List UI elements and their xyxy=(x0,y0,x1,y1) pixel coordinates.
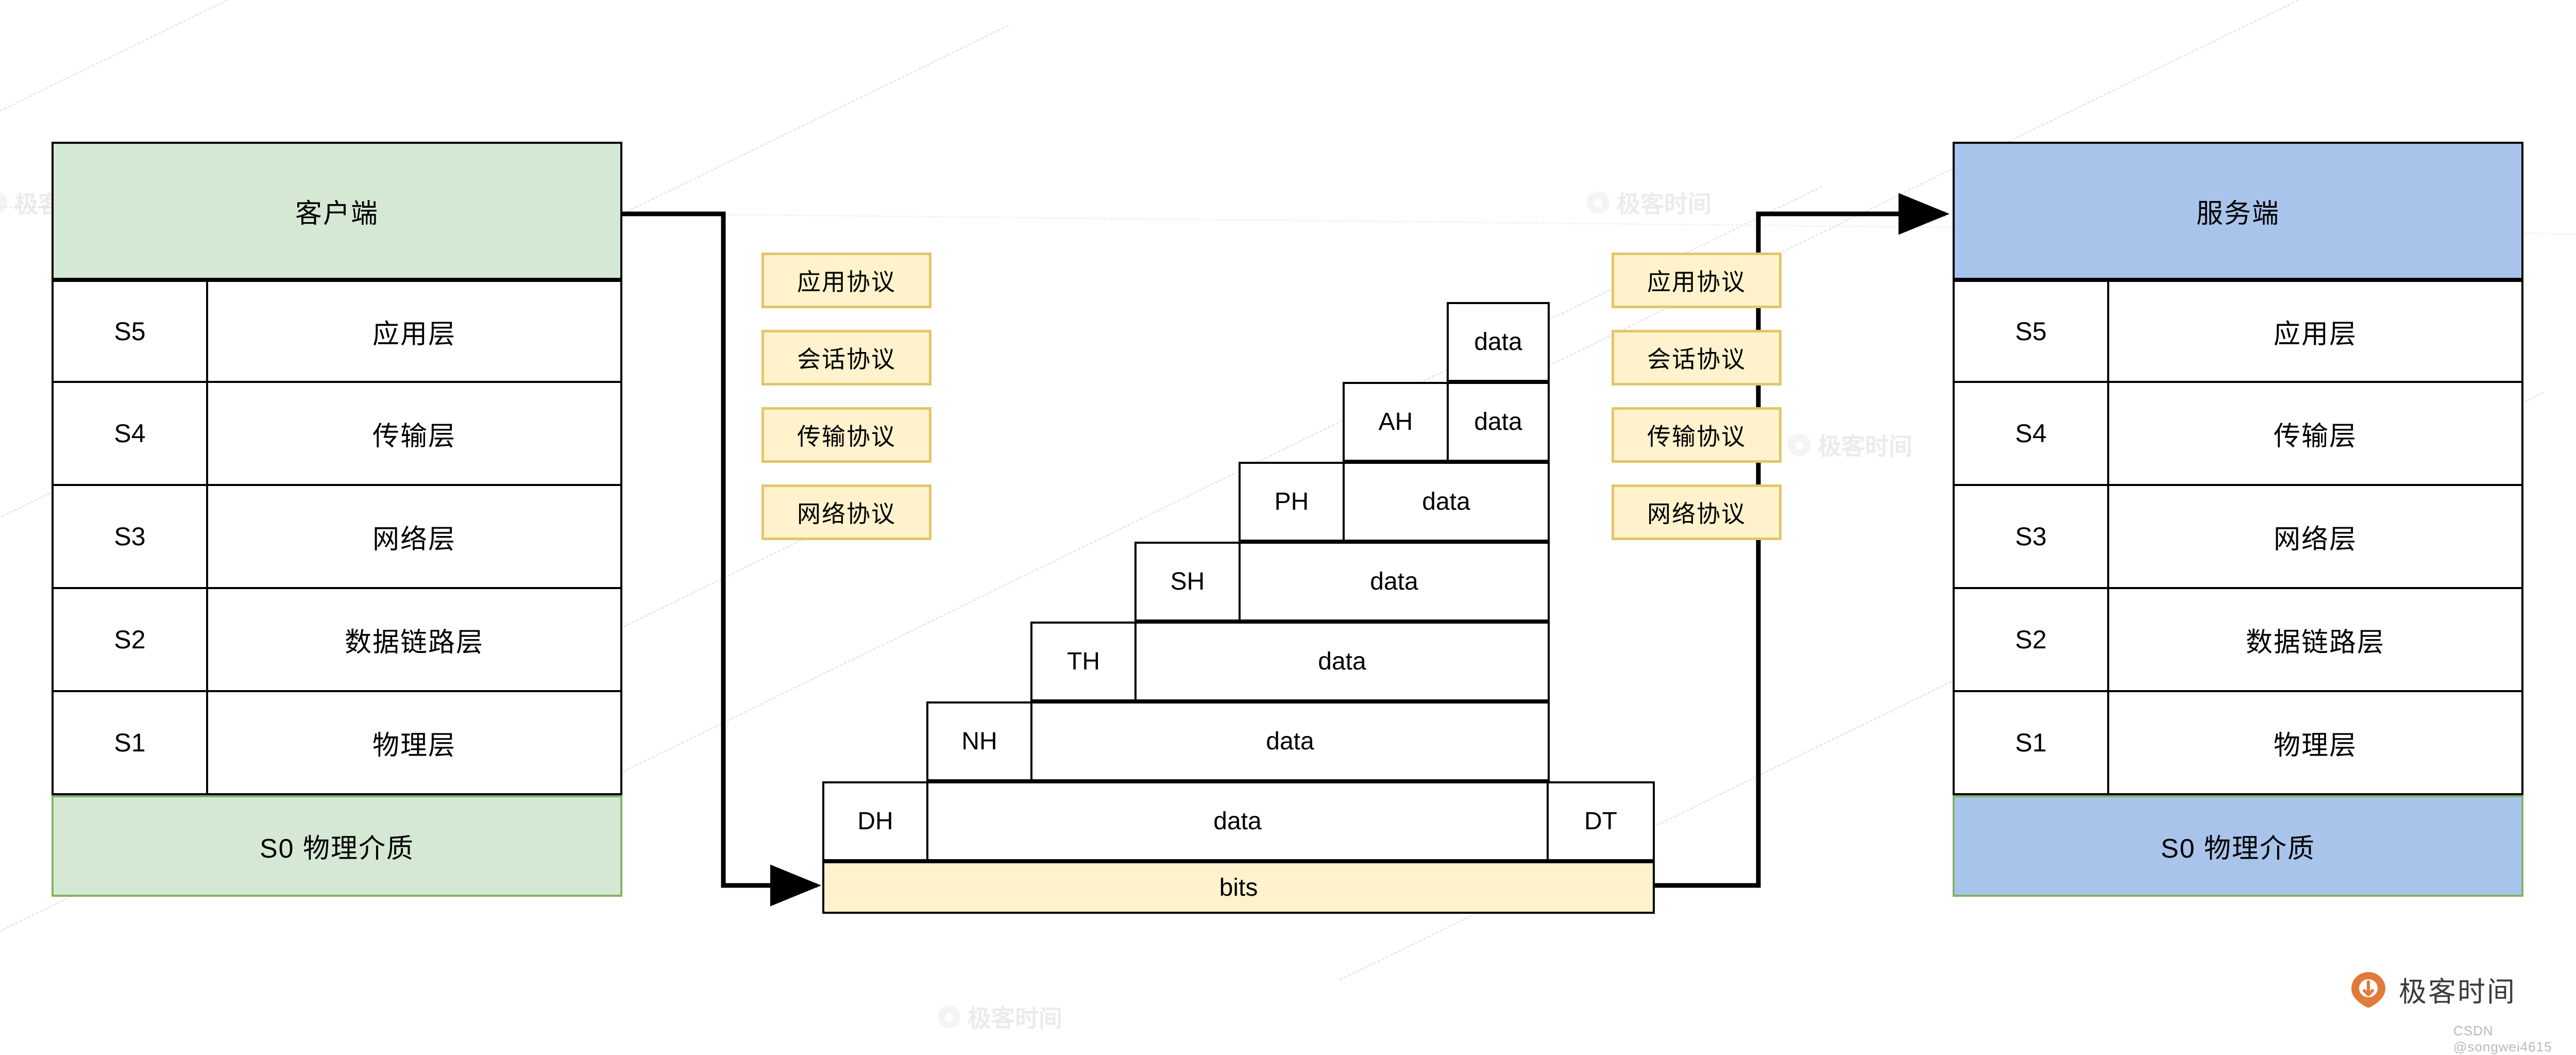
client-layer-name: 数据链路层 xyxy=(344,627,484,658)
protocol-chip-session-right[interactable]: 会话协议 xyxy=(1612,330,1782,386)
client-layer-code: S1 xyxy=(54,692,208,793)
client-layer-row[interactable]: S3 网络层 xyxy=(52,486,622,589)
server-layer-name: 数据链路层 xyxy=(2245,627,2385,658)
protocol-chip-session-left[interactable]: 会话协议 xyxy=(761,330,931,386)
server-layer-row[interactable]: S2 数据链路层 xyxy=(1953,589,2523,692)
protocol-chip-application-left[interactable]: 应用协议 xyxy=(761,253,931,308)
server-layer-name: 应用层 xyxy=(2273,319,2357,349)
server-layer-code: S3 xyxy=(1955,486,2109,587)
encapsulation-row-application[interactable]: data xyxy=(1447,302,1550,382)
protocol-chip-label: 应用协议 xyxy=(797,269,896,295)
protocol-chip-transport-left[interactable]: 传输协议 xyxy=(761,407,931,463)
encapsulation-payload: data xyxy=(1474,408,1522,436)
encapsulation-row-network[interactable]: TH data xyxy=(1030,622,1550,701)
server-physical-medium: S0 物理介质 xyxy=(1953,795,2523,897)
encapsulation-header: DH xyxy=(824,783,928,859)
protocol-chip-application-right[interactable]: 应用协议 xyxy=(1612,253,1782,308)
encapsulation-payload: data xyxy=(1213,808,1262,835)
protocol-chip-label: 应用协议 xyxy=(1647,269,1746,295)
client-layer-code: S3 xyxy=(54,486,208,587)
encapsulation-header: SH xyxy=(1137,544,1241,619)
protocol-chip-label: 传输协议 xyxy=(797,423,896,450)
client-stack: 客户端 S5 应用层 S4 传输层 S3 网络层 S2 数据链路层 S1 物理层… xyxy=(52,142,622,897)
server-layer-code: S1 xyxy=(1955,692,2109,793)
client-layer-code: S5 xyxy=(54,282,208,381)
server-layer-name: 网络层 xyxy=(2273,524,2357,555)
server-layer-row[interactable]: S3 网络层 xyxy=(1953,486,2523,589)
server-stack-title-text: 服务端 xyxy=(2196,198,2280,229)
server-layer-code: S2 xyxy=(1955,589,2109,690)
encapsulation-row-session[interactable]: PH data xyxy=(1239,462,1550,542)
csdn-credit-text: CSDN @songwei4615 xyxy=(2453,1023,2552,1054)
client-layer-code: S2 xyxy=(54,589,208,690)
csdn-credit: CSDN @songwei4615 xyxy=(2453,1023,2576,1055)
encapsulation-row-presentation[interactable]: AH data xyxy=(1343,382,1550,462)
server-layer-code: S5 xyxy=(1955,282,2109,381)
protocol-chip-label: 网络协议 xyxy=(1647,500,1746,527)
client-layer-name: 传输层 xyxy=(372,421,456,451)
protocol-chip-transport-right[interactable]: 传输协议 xyxy=(1612,407,1782,463)
encapsulation-header: AH xyxy=(1345,384,1449,460)
client-physical-medium: S0 物理介质 xyxy=(52,795,622,897)
client-layer-row[interactable]: S5 应用层 xyxy=(52,280,622,383)
encapsulation-header: NH xyxy=(928,704,1032,779)
encapsulation-payload: data xyxy=(1370,568,1418,595)
client-layer-row[interactable]: S1 物理层 xyxy=(52,692,622,795)
protocol-chip-network-right[interactable]: 网络协议 xyxy=(1612,484,1782,540)
server-layer-row[interactable]: S4 传输层 xyxy=(1953,383,2523,486)
encapsulation-bits-bar[interactable]: bits xyxy=(822,861,1655,914)
encapsulation-row-frame[interactable]: DH data DT xyxy=(822,781,1655,861)
client-layer-row[interactable]: S2 数据链路层 xyxy=(52,589,622,692)
arrow-client-to-bits xyxy=(622,211,821,907)
client-stack-title: 客户端 xyxy=(52,142,622,280)
protocol-chip-label: 会话协议 xyxy=(1647,346,1746,373)
client-stack-title-text: 客户端 xyxy=(295,198,379,229)
server-layer-row[interactable]: S5 应用层 xyxy=(1953,280,2523,383)
encapsulation-payload: data xyxy=(1474,328,1522,356)
brand-name: 极客时间 xyxy=(2399,977,2516,1008)
protocol-chip-label: 传输协议 xyxy=(1647,423,1746,450)
client-layer-row[interactable]: S4 传输层 xyxy=(52,383,622,486)
encapsulation-payload: data xyxy=(1266,728,1314,755)
encapsulation-header: TH xyxy=(1032,624,1137,699)
client-physical-medium-text: S0 物理介质 xyxy=(259,834,415,864)
server-stack: 服务端 S5 应用层 S4 传输层 S3 网络层 S2 数据链路层 S1 物理层… xyxy=(1953,142,2523,897)
client-layer-code: S4 xyxy=(54,383,208,484)
encapsulation-row-datalink[interactable]: NH data xyxy=(926,701,1550,781)
brand-logo: 极客时间 xyxy=(2349,969,2516,1010)
arrow-bits-to-server xyxy=(1655,193,1950,888)
protocol-chip-network-left[interactable]: 网络协议 xyxy=(761,484,931,540)
client-layer-name: 网络层 xyxy=(372,524,456,555)
encapsulation-payload: data xyxy=(1422,488,1470,515)
client-layer-name: 物理层 xyxy=(372,730,456,761)
encapsulation-payload: data xyxy=(1318,648,1366,675)
client-layer-name: 应用层 xyxy=(372,319,456,349)
protocol-chip-label: 网络协议 xyxy=(797,500,896,527)
server-stack-title: 服务端 xyxy=(1953,142,2523,280)
encapsulation-trailer: DT xyxy=(1547,783,1653,859)
server-layer-code: S4 xyxy=(1955,383,2109,484)
encapsulation-row-transport[interactable]: SH data xyxy=(1134,542,1550,622)
encapsulation-bits-label: bits xyxy=(1219,874,1258,901)
server-layer-name: 物理层 xyxy=(2273,730,2357,761)
server-physical-medium-text: S0 物理介质 xyxy=(2160,834,2316,864)
server-layer-row[interactable]: S1 物理层 xyxy=(1953,692,2523,795)
encapsulation-header: PH xyxy=(1241,464,1345,540)
server-layer-name: 传输层 xyxy=(2273,421,2357,451)
protocol-chip-label: 会话协议 xyxy=(797,346,896,373)
geektime-pin-icon xyxy=(2349,970,2387,1009)
